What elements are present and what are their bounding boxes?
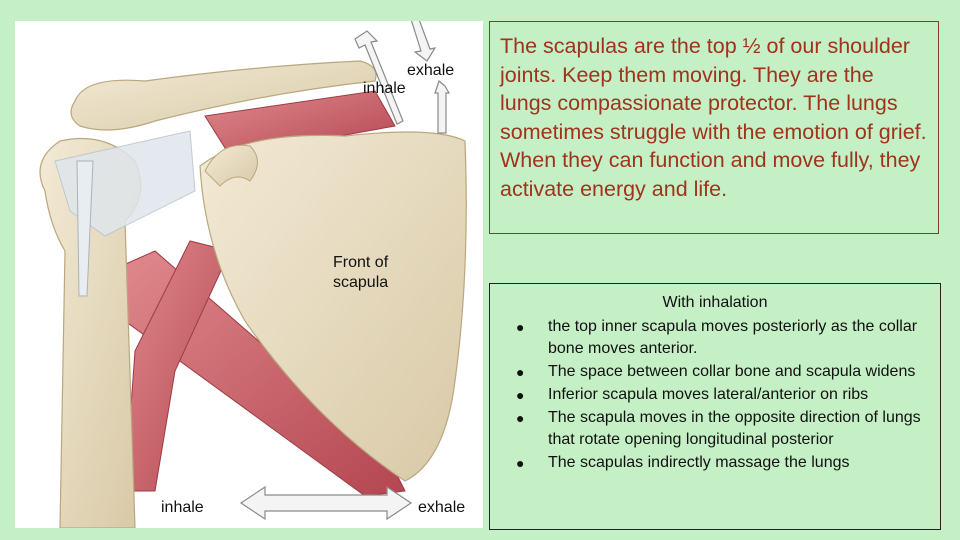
list-item: ● Inferior scapula moves lateral/anterio…: [502, 384, 928, 406]
list-item: ● The space between collar bone and scapu…: [502, 361, 928, 383]
inhale-top-label: inhale: [363, 79, 406, 99]
list-item: ● the top inner scapula moves posteriorly…: [502, 316, 928, 360]
list-item-text: Inferior scapula moves lateral/anterior …: [548, 386, 868, 403]
front-of-scapula-label: Front of scapula: [333, 253, 423, 293]
list-item-text: The space between collar bone and scapul…: [548, 363, 915, 380]
list-item-text: the top inner scapula moves posteriorly …: [548, 318, 917, 357]
bullet-icon: ●: [516, 316, 524, 338]
bullet-icon: ●: [516, 384, 524, 406]
shoulder-anatomy-figure: exhale inhale Front of scapula inhale ex…: [15, 21, 483, 528]
inhale-bottom-label: inhale: [161, 498, 204, 518]
bullet-icon: ●: [516, 452, 524, 474]
bullet-icon: ●: [516, 407, 524, 429]
bullet-icon: ●: [516, 361, 524, 383]
scapula-description-text: The scapulas are the top ½ of our should…: [500, 34, 927, 201]
exhale-top-label: exhale: [407, 61, 454, 81]
inhalation-bullet-list: ● the top inner scapula moves posteriorly…: [502, 316, 928, 474]
list-item: ● The scapula moves in the opposite direc…: [502, 407, 928, 451]
list-item-text: The scapula moves in the opposite direct…: [548, 409, 921, 448]
list-item-text: The scapulas indirectly massage the lung…: [548, 454, 850, 471]
inhalation-list-title: With inhalation: [502, 292, 928, 314]
scapula-description-box: The scapulas are the top ½ of our should…: [489, 21, 939, 234]
exhale-bottom-label: exhale: [418, 498, 465, 518]
inhalation-list-box: With inhalation ● the top inner scapula m…: [489, 283, 941, 530]
list-item: ● The scapulas indirectly massage the lun…: [502, 452, 928, 474]
